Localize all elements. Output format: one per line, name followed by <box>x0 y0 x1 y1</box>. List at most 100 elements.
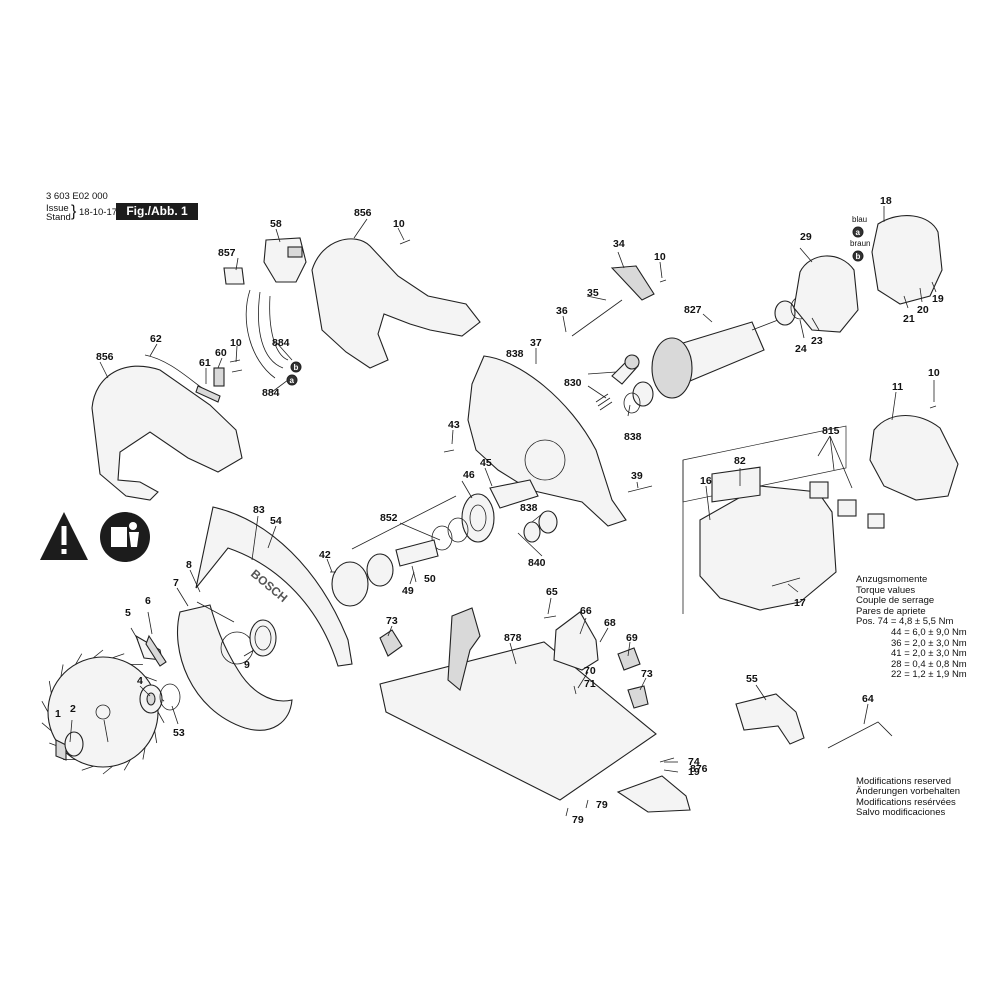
carbon-brushes <box>809 481 885 529</box>
parallel-guide <box>616 775 691 813</box>
part-label: 856 <box>354 207 372 219</box>
part-label: 60 <box>215 347 227 359</box>
on-off-switch <box>263 237 307 283</box>
part-label: 11 <box>892 381 903 393</box>
wire-label-brown: braun <box>850 239 870 248</box>
part-label: 54 <box>270 515 282 527</box>
read-manual-icon <box>100 512 150 562</box>
part-label: 69 <box>626 632 638 644</box>
screws <box>229 239 937 817</box>
part-label: 68 <box>604 617 616 629</box>
drawing-number: 3 603 E02 000 <box>46 191 108 202</box>
modifications-fr: Modifications resérvées <box>856 796 956 808</box>
part-label: 5 <box>125 607 131 619</box>
cord-clamp <box>213 367 225 387</box>
part-label: 24 <box>795 343 807 355</box>
field-housing <box>871 215 943 305</box>
part-label: 61 <box>199 357 211 369</box>
brush-holder-group <box>682 425 847 614</box>
part-label: 58 <box>270 218 282 230</box>
part-label: 65 <box>546 586 558 598</box>
part-label: 7 <box>173 577 179 589</box>
part-label: 71 <box>584 678 596 690</box>
issue-date: 18-10-17 <box>79 207 118 218</box>
part-label: 16 <box>700 475 712 487</box>
clamping-screw <box>55 731 84 761</box>
armature <box>651 319 779 399</box>
torque-row: 22 = 1,2 ± 1,9 Nm <box>891 669 967 681</box>
part-label: 10 <box>928 367 940 379</box>
torque-table: Anzugsmomente Torque values Couple de se… <box>856 574 967 681</box>
gear-assembly <box>461 479 539 543</box>
figure-badge: Fig./Abb. 1 <box>116 203 198 220</box>
marker-b: b <box>294 363 299 372</box>
part-label: 10 <box>654 251 666 263</box>
part-label: 53 <box>173 727 185 739</box>
part-label: 852 <box>380 512 398 524</box>
part-label: 878 <box>504 632 522 644</box>
leader-lines <box>69 206 937 773</box>
spindle <box>395 539 439 583</box>
brace-glyph: } <box>71 203 77 220</box>
extraction-adapter <box>735 693 805 745</box>
blade-teeth <box>41 649 165 775</box>
spindle-lock <box>571 265 655 337</box>
adjustment-knob <box>595 354 640 411</box>
part-label: 10 <box>393 218 405 230</box>
modifications-es: Salvo modificaciones <box>856 807 946 819</box>
part-label: 18 <box>880 195 892 207</box>
issue-label: Issue <box>46 203 69 214</box>
part-label: 73 <box>641 668 653 680</box>
wing-knobs <box>379 629 649 709</box>
part-label: 42 <box>319 549 331 561</box>
part-label: 884 <box>262 387 280 399</box>
part-label: 21 <box>903 313 915 325</box>
torque-title-fr: Couple de serrage <box>856 595 935 607</box>
part-label: 17 <box>794 597 806 609</box>
spindle-bearing-ring <box>249 619 277 657</box>
flange-and-ring <box>139 683 181 714</box>
part-number-labels: 1 2 4 5 6 7 8 9 10 10 10 10 11 16 17 18 … <box>55 195 944 826</box>
part-label: 838 <box>520 502 538 514</box>
marker-a: a <box>856 228 861 237</box>
marker-b: b <box>856 252 861 261</box>
part-label: 43 <box>448 419 460 431</box>
part-label: 2 <box>70 703 76 715</box>
electronic-cover <box>869 414 959 501</box>
wire-label-blue: blau <box>852 215 867 224</box>
part-label: 8 <box>186 559 192 571</box>
modifications-note: Modifications reserved Änderungen vorbeh… <box>856 776 960 819</box>
part-label: 884 <box>272 337 290 349</box>
part-label: 35 <box>587 287 599 299</box>
torque-row: 28 = 0,4 ± 0,8 Nm <box>891 658 967 670</box>
field-cover <box>793 255 859 333</box>
part-label: 23 <box>811 335 823 347</box>
part-label: 45 <box>480 457 492 469</box>
guard-spring <box>196 601 235 623</box>
spindle-seals <box>366 517 469 587</box>
bevel-support <box>553 611 599 671</box>
torque-row: 41 = 2,0 ± 3,0 Nm <box>891 648 967 660</box>
torque-row: Pos. 74 = 4,8 ± 5,5 Nm <box>856 616 954 628</box>
motor-housing <box>699 485 837 611</box>
bearing-flange <box>331 561 369 607</box>
part-label: 815 <box>822 425 840 437</box>
part-label: 62 <box>150 333 162 345</box>
wire-leads <box>245 289 289 379</box>
gear-housing <box>467 355 627 527</box>
part-label: 876 <box>690 763 708 775</box>
stand-label: Stand <box>46 212 71 223</box>
part-label: 79 <box>572 814 584 826</box>
power-cord <box>144 354 221 403</box>
hex-key <box>827 721 893 749</box>
part-label: 49 <box>402 585 414 597</box>
suppressor <box>223 267 245 285</box>
modifications-en: Modifications reserved <box>856 776 952 787</box>
base-plate <box>379 607 657 801</box>
part-label: 29 <box>800 231 812 243</box>
part-label: 46 <box>463 469 475 481</box>
lower-blade-guard <box>176 604 293 731</box>
bushings <box>523 510 558 543</box>
